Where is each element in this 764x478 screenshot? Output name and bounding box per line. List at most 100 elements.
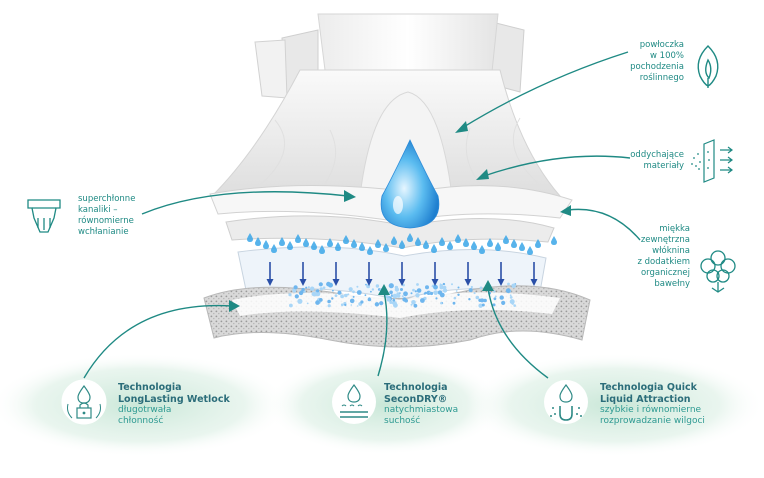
absorption-particle bbox=[478, 303, 483, 308]
droplet bbox=[487, 238, 493, 247]
droplet bbox=[303, 238, 309, 247]
label-outer-line: włóknina bbox=[652, 246, 690, 256]
down-arrow-icon bbox=[530, 262, 538, 286]
absorption-particle bbox=[322, 286, 326, 290]
absorption-particle bbox=[433, 284, 438, 290]
absorption-particle bbox=[416, 288, 422, 293]
absorption-particle bbox=[346, 293, 348, 296]
absorption-particle bbox=[440, 302, 443, 305]
droplet bbox=[519, 242, 525, 251]
absorption-particle bbox=[293, 285, 298, 290]
absorption-particle bbox=[404, 298, 409, 303]
absorption-particle bbox=[388, 283, 394, 289]
absorption-particle bbox=[451, 283, 453, 286]
down-arrow-icon bbox=[365, 262, 373, 286]
tech-title: SeconDRY® bbox=[384, 393, 448, 405]
absorption-particle bbox=[315, 300, 320, 305]
droplets-layer bbox=[247, 233, 557, 255]
cotton-flower-icon bbox=[700, 250, 736, 293]
absorption-particle bbox=[396, 293, 401, 298]
absorption-particle bbox=[429, 291, 434, 296]
absorption-particle bbox=[305, 286, 308, 289]
absorption-particle bbox=[367, 297, 372, 302]
absorption-particle bbox=[306, 302, 309, 305]
absorption-particle bbox=[389, 290, 393, 295]
absorption-particle bbox=[509, 294, 512, 297]
absorption-particle bbox=[394, 287, 400, 292]
absorption-particle bbox=[307, 286, 310, 289]
absorption-particle bbox=[433, 290, 439, 296]
absorption-particle bbox=[327, 304, 331, 308]
absorption-particle bbox=[439, 283, 442, 286]
absorption-particle bbox=[310, 286, 315, 291]
diaper-illustration bbox=[203, 13, 591, 348]
absorption-particle bbox=[326, 281, 331, 287]
absorption-particle bbox=[494, 295, 497, 298]
absorption-particle bbox=[475, 295, 480, 300]
tech-desc: długotrwała bbox=[118, 405, 172, 415]
absorption-particle bbox=[352, 295, 355, 298]
absorption-particle bbox=[401, 295, 404, 298]
droplet bbox=[311, 241, 317, 250]
absorption-particle bbox=[348, 287, 353, 292]
absorption-particle bbox=[297, 298, 303, 304]
absorption-particle bbox=[511, 283, 516, 289]
absorption-particle bbox=[374, 302, 380, 307]
absorption-particle bbox=[468, 298, 471, 301]
down-arrow-icon bbox=[398, 262, 406, 286]
tech-desc: chłonność bbox=[118, 416, 164, 426]
tech-secondry: Technologia SeconDRY® natychmiastowa suc… bbox=[384, 382, 514, 427]
tech-title: Technologia bbox=[118, 382, 182, 393]
absorption-particle bbox=[375, 284, 380, 288]
absorption-particle bbox=[331, 297, 334, 300]
absorption-particle bbox=[509, 296, 513, 299]
label-outer-line: bawełny bbox=[654, 279, 690, 289]
absorption-particle bbox=[420, 298, 425, 303]
callout-line-channels bbox=[141, 191, 349, 215]
droplet bbox=[479, 245, 485, 254]
tech-quick-liquid-attraction: Technologia Quick Liquid Attraction szyb… bbox=[600, 382, 750, 427]
absorption-particle bbox=[483, 298, 487, 303]
down-arrow-icon bbox=[266, 262, 274, 286]
absorption-particle bbox=[371, 288, 375, 291]
absorption-particle bbox=[364, 294, 367, 297]
tech-title: Technologia bbox=[384, 382, 448, 393]
droplet bbox=[415, 237, 421, 246]
droplet bbox=[247, 233, 253, 242]
droplet bbox=[271, 244, 277, 253]
droplet bbox=[359, 242, 365, 251]
callout-line-outer bbox=[567, 208, 641, 241]
absorption-particle bbox=[423, 292, 426, 295]
absorption-particle bbox=[439, 285, 444, 290]
tech-desc: natychmiastowa bbox=[384, 405, 459, 415]
droplet bbox=[447, 241, 453, 250]
label-outer: miękka zewnętrzna włóknina z dodatkiem o… bbox=[610, 224, 691, 290]
tech-title: Technologia Quick bbox=[600, 382, 697, 393]
absorption-particle bbox=[402, 283, 405, 287]
absorption-particle bbox=[413, 303, 418, 308]
callout-lines bbox=[83, 51, 641, 379]
down-arrow-icon bbox=[464, 262, 472, 286]
absorption-particle bbox=[410, 303, 413, 306]
absorption-particle bbox=[332, 289, 334, 292]
absorption-particle bbox=[511, 302, 514, 305]
absorption-particle bbox=[400, 288, 403, 291]
tech-title: LongLasting Wetlock bbox=[118, 393, 230, 405]
absorption-particle bbox=[392, 298, 396, 302]
droplet bbox=[439, 237, 445, 246]
tech-desc: suchość bbox=[384, 416, 421, 426]
label-breathable-line: materiały bbox=[643, 161, 684, 171]
droplet bbox=[423, 240, 429, 249]
absorption-particle bbox=[391, 301, 396, 305]
absorption-particle bbox=[386, 297, 391, 302]
absorption-particle bbox=[356, 285, 359, 288]
absorption-particle bbox=[334, 294, 338, 297]
droplet bbox=[511, 239, 517, 248]
callout-line-coating bbox=[461, 51, 629, 129]
absorption-particle bbox=[340, 294, 344, 299]
droplet bbox=[535, 239, 541, 248]
label-outer-line: z dodatkiem bbox=[637, 257, 691, 267]
droplet bbox=[327, 238, 333, 247]
tech-longlasting-wetlock: Technologia LongLasting Wetlock długotrw… bbox=[118, 382, 268, 427]
absorption-particle bbox=[437, 290, 443, 295]
